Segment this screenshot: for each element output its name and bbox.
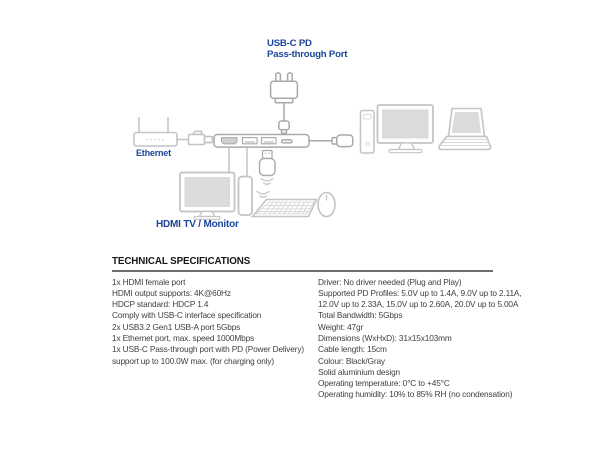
technical-specifications-section: TECHNICAL SPECIFICATIONS 1x HDMI female … [112, 256, 552, 401]
spec-line: 1x Ethernet port, max. speed 1000Mbps [112, 332, 255, 343]
spec-line: Operating temperature: 0°C to +45°C [318, 378, 450, 389]
spec-line: Comply with USB-C interface specificatio… [112, 310, 262, 321]
spec-line: 2x USB3.2 Gen1 USB-A port 5Gbps [112, 321, 241, 332]
usb-stick-icon [237, 175, 253, 216]
usb-c-pd-label-line2: Pass-through Port [267, 49, 348, 60]
spec-line: support up to 100.0W max. (for charging … [112, 355, 275, 366]
monitor-icon [376, 104, 434, 154]
specs-columns: 1x HDMI female port HDMI output supports… [112, 272, 552, 401]
usb-c-hub-icon [213, 133, 310, 148]
specs-column-right: Driver: No driver needed (Plug and Play)… [318, 276, 522, 401]
spec-line: Weight: 47gr [318, 321, 364, 332]
spec-line: Driver: No driver needed (Plug and Play) [318, 276, 462, 287]
wifi-waves-icon [256, 177, 274, 199]
spec-line: Cable length: 15cm [318, 344, 387, 355]
spec-line: Solid aluminium design [318, 366, 401, 377]
spec-line: Operating humidity: 10% to 85% RH (no co… [318, 389, 513, 400]
spec-line: 1x USB-C Pass-through port with PD (Powe… [112, 344, 304, 355]
specs-divider [112, 270, 493, 272]
laptop-icon [438, 107, 492, 151]
usb-c-pd-port-label: USB-C PD Pass-through Port [267, 38, 347, 60]
wireless-dongle-icon [258, 149, 276, 177]
spec-line: Total Bandwidth: 5Gbps [318, 310, 403, 321]
specs-title: TECHNICAL SPECIFICATIONS [112, 256, 251, 267]
desktop-tower-icon [359, 109, 375, 154]
spec-line: Supported PD Profiles: 5.0V up to 1.4A, … [318, 287, 522, 298]
hdmi-tv-monitor-icon [179, 171, 236, 220]
spec-line: Dimensions (WxHxD): 31x15x103mm [318, 332, 452, 343]
usb-c-plug-icon [331, 134, 354, 148]
usb-c-pd-label-line1: USB-C PD [267, 38, 312, 49]
hdmi-tv-monitor-label: HDMI TV / Monitor [156, 219, 239, 230]
wifi-router-icon [133, 116, 178, 147]
rj45-connector-icon [187, 130, 214, 146]
specs-column-left: 1x HDMI female port HDMI output supports… [112, 277, 318, 401]
keyboard-icon [250, 198, 318, 218]
spec-line: 12.0V up to 2.33A, 15.0V up to 2.60A, 20… [318, 299, 519, 310]
spec-line: HDCP standard: HDCP 1.4 [112, 299, 209, 310]
spec-line: Colour: Black/Gray [318, 355, 385, 366]
connection-diagram-art [133, 72, 492, 220]
ethernet-label: Ethernet [136, 148, 171, 158]
usb-c-pd-cable [278, 102, 290, 135]
spec-line: 1x HDMI female port [112, 276, 186, 287]
power-adapter-icon [269, 72, 299, 104]
mouse-icon [317, 191, 336, 218]
spec-line: HDMI output supports: 4K@60Hz [112, 287, 231, 298]
